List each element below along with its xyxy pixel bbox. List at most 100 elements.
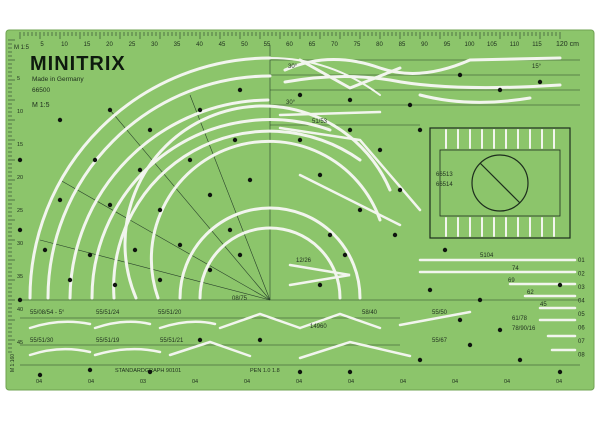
top-ruler-number: 85 (399, 42, 406, 48)
bottom-code: 04 (192, 379, 198, 385)
pin-hole (247, 177, 253, 183)
pin-holes (17, 72, 563, 378)
pin-hole (517, 357, 523, 363)
left-ruler-number: 45 (17, 340, 23, 346)
pin-hole (57, 117, 63, 123)
bottom-code: 04 (348, 379, 354, 385)
article-number: 66500 (32, 87, 50, 94)
side-code: 01 (578, 258, 585, 264)
pin-hole (227, 227, 233, 233)
pin-hole (557, 369, 563, 375)
pin-hole (87, 367, 93, 373)
left-ruler-number: 10 (17, 109, 23, 115)
top-ruler-number: 35 (174, 42, 181, 48)
side-code: 04 (578, 299, 585, 305)
pin-hole (497, 87, 503, 93)
pin-hole (207, 192, 213, 198)
top-ruler-number: 80 (376, 42, 383, 48)
side-code: 06 (578, 326, 585, 332)
top-ruler-number: 60 (286, 42, 293, 48)
side-code: 05 (578, 312, 585, 318)
pin-hole (37, 372, 43, 378)
pin-hole (17, 227, 23, 233)
top-ruler-number: 15 (84, 42, 91, 48)
top-ruler-number: 75 (354, 42, 361, 48)
top-ruler-number: 20 (106, 42, 113, 48)
top-ruler-number: 110 (510, 42, 520, 48)
top-ruler-number: 65 (309, 42, 316, 48)
top-ruler-number: 10 (61, 42, 68, 48)
bottom-label-c: 55/51/20 (158, 310, 182, 316)
top-ruler-number: 50 (241, 42, 248, 48)
side-code: 02 (578, 272, 585, 278)
left-ruler-number: 25 (17, 208, 23, 214)
top-ruler (19, 32, 561, 39)
angle-label-15: 15° (532, 64, 542, 70)
pin-hole (87, 252, 93, 258)
pin-hole (537, 79, 543, 85)
pin-hole (107, 202, 113, 208)
pin-hole (297, 137, 303, 143)
bottom-label-g: 55/51/21 (160, 338, 184, 344)
bottom-code: 04 (504, 379, 510, 385)
pin-hole (442, 247, 448, 253)
bottom-label-f: 55/51/19 (96, 338, 120, 344)
right-label-1: 74 (512, 266, 519, 272)
side-code: 08 (578, 353, 585, 359)
pin-hole (197, 337, 203, 343)
pin-hole (42, 247, 48, 253)
brand-logo: MINITRIX (30, 53, 126, 75)
curved-track-cutouts (28, 56, 392, 300)
pin-hole (107, 107, 113, 113)
pin-hole (347, 369, 353, 375)
turntable-label-b: 66514 (436, 182, 453, 188)
bottom-code: 04 (400, 379, 406, 385)
pin-hole (257, 337, 263, 343)
right-label-6: 78/90/16 (512, 326, 536, 332)
side-code: 07 (578, 339, 585, 345)
left-ruler-number: 5 (17, 76, 20, 82)
bottom-code: 04 (244, 379, 250, 385)
angle-label-30-b: 30° (286, 100, 296, 106)
footer-pen-size: PEN 1.0 1.8 (250, 368, 280, 374)
pin-hole (17, 157, 23, 163)
top-ruler-end-label: 120 cm (556, 41, 579, 48)
pin-hole (467, 342, 473, 348)
right-label-3: 62 (527, 290, 534, 296)
bottom-code: 03 (140, 379, 146, 385)
pin-hole (417, 357, 423, 363)
pin-hole (147, 127, 153, 133)
pin-hole (147, 369, 153, 375)
pin-hole (187, 157, 193, 163)
left-ruler-number: 40 (17, 307, 23, 313)
bottom-code: 04 (556, 379, 562, 385)
left-ruler-number: 20 (17, 175, 23, 181)
pin-hole (417, 127, 423, 133)
pin-hole (317, 282, 323, 288)
top-ruler-number: 115 (532, 42, 542, 48)
straight-track-slots (418, 258, 577, 352)
pin-hole (232, 137, 238, 143)
pin-hole (237, 87, 243, 93)
pin-hole (457, 317, 463, 323)
bottom-label-b: 55/51/24 (96, 310, 120, 316)
pin-hole (137, 167, 143, 173)
made-in-label: Made in Germany (32, 76, 84, 83)
turntable-cutout (429, 127, 571, 239)
pin-hole (497, 327, 503, 333)
pin-hole (177, 242, 183, 248)
top-ruler-number: 95 (444, 42, 451, 48)
pin-hole (407, 102, 413, 108)
bottom-label-d: 58/40 (362, 310, 378, 316)
pin-hole (397, 187, 403, 193)
pin-hole (357, 207, 363, 213)
yard-label: 5104 (480, 253, 494, 259)
turnout-cutouts (278, 56, 562, 287)
pin-hole (317, 172, 323, 178)
left-ruler-number: 15 (17, 142, 23, 148)
bottom-label-i: 55/50 (432, 310, 448, 316)
pin-hole (57, 197, 63, 203)
